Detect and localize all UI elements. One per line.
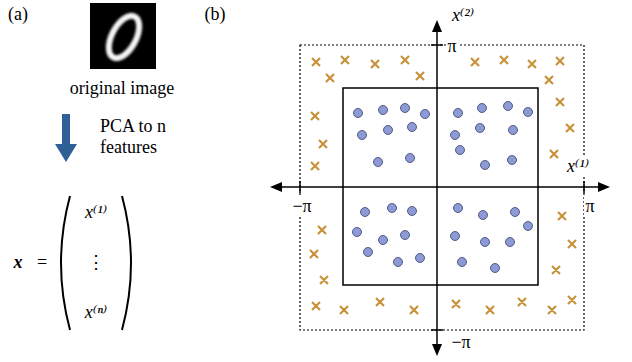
tick <box>299 181 301 193</box>
axis-label: x⁽¹⁾ <box>566 156 590 177</box>
vector-symbol: x <box>14 252 23 273</box>
axis-label: x⁽²⁾ <box>452 5 474 26</box>
axis-arrowhead <box>432 20 442 32</box>
tick-label: −π <box>450 332 471 353</box>
digit-stroke <box>103 11 146 63</box>
vector-ellipsis: ⋮ <box>87 252 105 273</box>
process-arrow <box>62 114 70 146</box>
right-bracket <box>122 196 131 330</box>
tick-label: −π <box>291 196 312 217</box>
tick <box>431 329 443 331</box>
process-arrowhead <box>55 144 77 162</box>
panel-label: (a) <box>8 4 28 25</box>
tick <box>583 181 585 193</box>
digit-image <box>90 3 156 69</box>
tick-label: π <box>446 36 457 57</box>
process-label: PCA to n features <box>100 116 192 157</box>
class-circles <box>353 102 533 273</box>
panel-label: (b) <box>205 4 226 25</box>
axis-x <box>276 186 604 188</box>
vector-component: x⁽¹⁾ <box>85 202 107 223</box>
tick <box>431 44 443 46</box>
left-bracket <box>61 196 70 330</box>
image-caption: original image <box>70 78 174 99</box>
tick-label: π <box>584 196 595 217</box>
class-crosses <box>310 56 576 314</box>
axis-arrowhead <box>432 344 442 356</box>
equals-sign: = <box>37 252 47 273</box>
axis-y <box>436 26 438 350</box>
axis-arrowhead <box>598 182 610 192</box>
axis-arrowhead <box>270 182 282 192</box>
vector-component: x⁽ⁿ⁾ <box>85 302 108 323</box>
